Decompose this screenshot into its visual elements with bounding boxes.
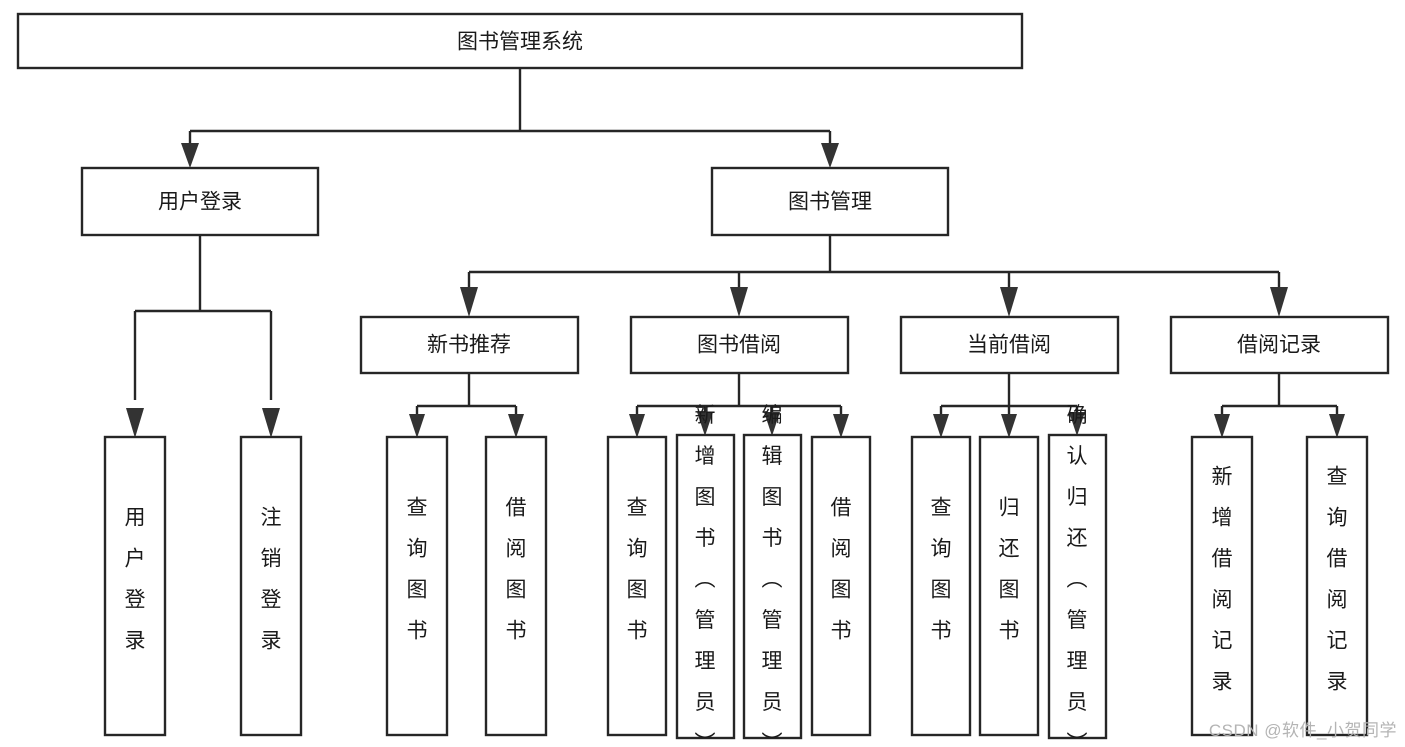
node-leaf-logout-rect xyxy=(239,435,303,737)
node-book-borrowing[interactable]: 图书借阅 xyxy=(629,315,850,375)
node-leaf-borrow-book-borrow[interactable]: 借阅图书 xyxy=(810,435,872,737)
node-leaf-confirm-return-admin-rect xyxy=(1047,433,1108,740)
node-leaf-add-book-admin-rect xyxy=(675,433,736,740)
node-leaf-add-borrow-record-label: 新增借阅记录 xyxy=(1212,466,1233,694)
arrow-head-leaf-query-book-3 xyxy=(933,414,949,438)
node-leaf-borrow-book-borrow-label: 借阅图书 xyxy=(831,497,852,643)
node-borrowing-record-label: 借阅记录 xyxy=(1237,334,1321,357)
node-borrowing-record-rect xyxy=(1169,315,1390,375)
node-leaf-edit-book-admin-label: 编辑图书︵管理员︶ xyxy=(762,404,783,747)
arrow-head-user-login xyxy=(181,143,199,168)
node-root-book-management-system[interactable]: 图书管理系统 xyxy=(16,12,1024,70)
node-leaf-query-borrow-record-rect xyxy=(1305,435,1369,737)
arrow-head-leaf-logout xyxy=(262,408,280,438)
node-leaf-logout[interactable]: 注销登录 xyxy=(239,435,303,737)
node-leaf-query-book-borrow-rect xyxy=(606,435,668,737)
node-leaf-add-borrow-record[interactable]: 新增借阅记录 xyxy=(1190,435,1254,737)
node-leaf-user-login-label: 用户登录 xyxy=(125,507,146,653)
node-leaf-confirm-return-admin-label: 确认归还︵管理员︶ xyxy=(1067,404,1088,747)
node-user-login-rect xyxy=(80,166,320,237)
node-leaf-query-book-rec-rect xyxy=(385,435,449,737)
node-book-management[interactable]: 图书管理 xyxy=(710,166,950,237)
node-leaf-borrow-book-rec[interactable]: 借阅图书 xyxy=(484,435,548,737)
node-leaf-query-borrow-record[interactable]: 查询借阅记录 xyxy=(1305,435,1369,737)
arrow-head-leaf-borrow-book-2 xyxy=(833,414,849,438)
arrow-head-book-borrow xyxy=(730,287,748,317)
arrow-head-leaf-query-book-2 xyxy=(629,414,645,438)
csdn-watermark: CSDN @软件_小贺同学 xyxy=(1208,721,1397,740)
node-current-borrowing-rect xyxy=(899,315,1120,375)
node-leaf-borrow-book-borrow-rect xyxy=(810,435,872,737)
node-leaf-query-book-borrow[interactable]: 查询图书 xyxy=(606,435,668,737)
arrow-head-leaf-add-book xyxy=(697,412,713,436)
arrow-head-leaf-edit-book xyxy=(764,412,780,436)
node-current-borrowing-label: 当前借阅 xyxy=(967,334,1051,357)
arrow-head-leaf-user-login xyxy=(126,408,144,438)
node-leaf-query-borrow-record-label: 查询借阅记录 xyxy=(1327,466,1348,694)
node-borrowing-record[interactable]: 借阅记录 xyxy=(1169,315,1390,375)
node-leaf-query-book-current[interactable]: 查询图书 xyxy=(910,435,972,737)
node-leaf-query-book-rec-label: 查询图书 xyxy=(407,497,428,643)
arrow-head-book-mgmt xyxy=(821,143,839,168)
node-user-login[interactable]: 用户登录 xyxy=(80,166,320,237)
node-leaf-add-borrow-record-rect xyxy=(1190,435,1254,737)
node-book-borrowing-rect xyxy=(629,315,850,375)
node-book-borrowing-label: 图书借阅 xyxy=(697,334,781,357)
node-leaf-return-book-rect xyxy=(978,435,1040,737)
node-leaf-query-book-rec[interactable]: 查询图书 xyxy=(385,435,449,737)
node-user-login-label: 用户登录 xyxy=(158,191,242,214)
node-book-management-label: 图书管理 xyxy=(788,191,872,214)
arrow-head-borrow-record xyxy=(1270,287,1288,317)
arrow-head-leaf-return-book xyxy=(1001,414,1017,438)
node-leaf-return-book-label: 归还图书 xyxy=(999,497,1020,643)
node-leaf-borrow-book-rec-rect xyxy=(484,435,548,737)
node-leaf-confirm-return-admin[interactable]: 确认归还︵管理员︶ xyxy=(1047,404,1108,747)
node-leaf-borrow-book-rec-label: 借阅图书 xyxy=(506,497,527,643)
node-leaf-edit-book-admin[interactable]: 编辑图书︵管理员︶ xyxy=(742,404,803,747)
arrow-head-leaf-borrow-book-1 xyxy=(508,414,524,438)
node-root-rect xyxy=(16,12,1024,70)
node-new-book-recommendation[interactable]: 新书推荐 xyxy=(359,315,580,375)
node-new-book-recommendation-label: 新书推荐 xyxy=(427,334,511,357)
node-leaf-edit-book-admin-rect xyxy=(742,433,803,740)
node-leaf-query-book-current-rect xyxy=(910,435,972,737)
arrow-head-leaf-add-record xyxy=(1214,414,1230,438)
node-current-borrowing[interactable]: 当前借阅 xyxy=(899,315,1120,375)
node-leaf-user-login[interactable]: 用户登录 xyxy=(103,435,167,737)
node-new-book-recommendation-rect xyxy=(359,315,580,375)
node-leaf-logout-label: 注销登录 xyxy=(261,507,282,653)
arrow-head-current-borrow xyxy=(1000,287,1018,317)
arrow-head-leaf-query-record xyxy=(1329,414,1345,438)
arrow-head-new-book-rec xyxy=(460,287,478,317)
node-leaf-return-book[interactable]: 归还图书 xyxy=(978,435,1040,737)
arrow-head-leaf-query-book-1 xyxy=(409,414,425,438)
connector-layer xyxy=(126,68,1345,438)
node-book-management-rect xyxy=(710,166,950,237)
node-leaf-user-login-rect xyxy=(103,435,167,737)
node-leaf-add-book-admin-label: 新增图书︵管理员︶ xyxy=(695,404,716,747)
node-leaf-query-book-borrow-label: 查询图书 xyxy=(627,497,648,643)
node-root-label: 图书管理系统 xyxy=(457,31,583,54)
node-leaf-add-book-admin[interactable]: 新增图书︵管理员︶ xyxy=(675,404,736,747)
node-leaf-query-book-current-label: 查询图书 xyxy=(931,497,952,643)
arrow-head-leaf-confirm-return xyxy=(1069,412,1085,436)
